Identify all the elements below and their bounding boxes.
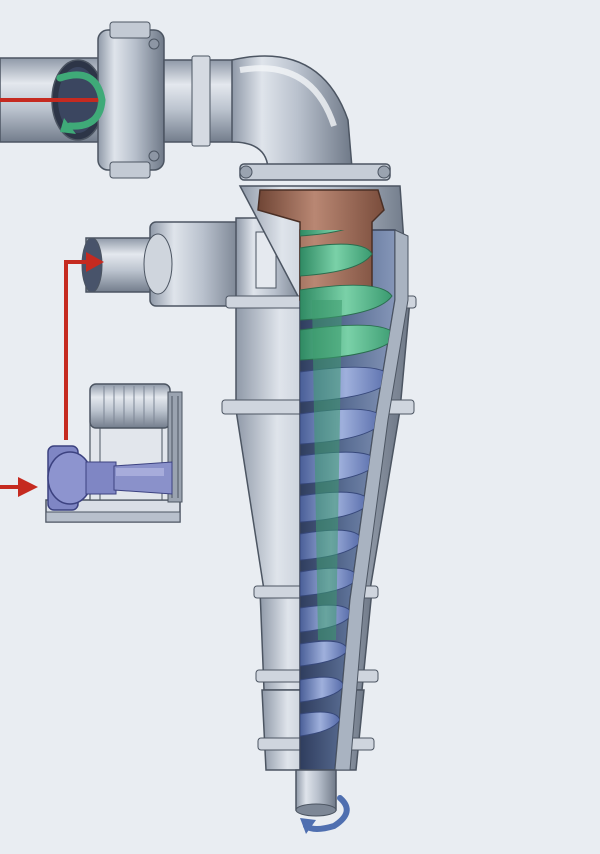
feed-line	[64, 252, 104, 440]
arrow-right-icon	[0, 477, 38, 497]
arrow-right-icon	[86, 252, 104, 272]
rotation-arrow-icon	[56, 71, 106, 134]
pump-motor-unit	[45, 383, 183, 523]
apex-outlet	[295, 769, 337, 817]
feed-inlet-pipe	[81, 217, 307, 307]
spiral-vortex	[300, 230, 395, 737]
rotation-arrow-icon	[300, 795, 350, 834]
